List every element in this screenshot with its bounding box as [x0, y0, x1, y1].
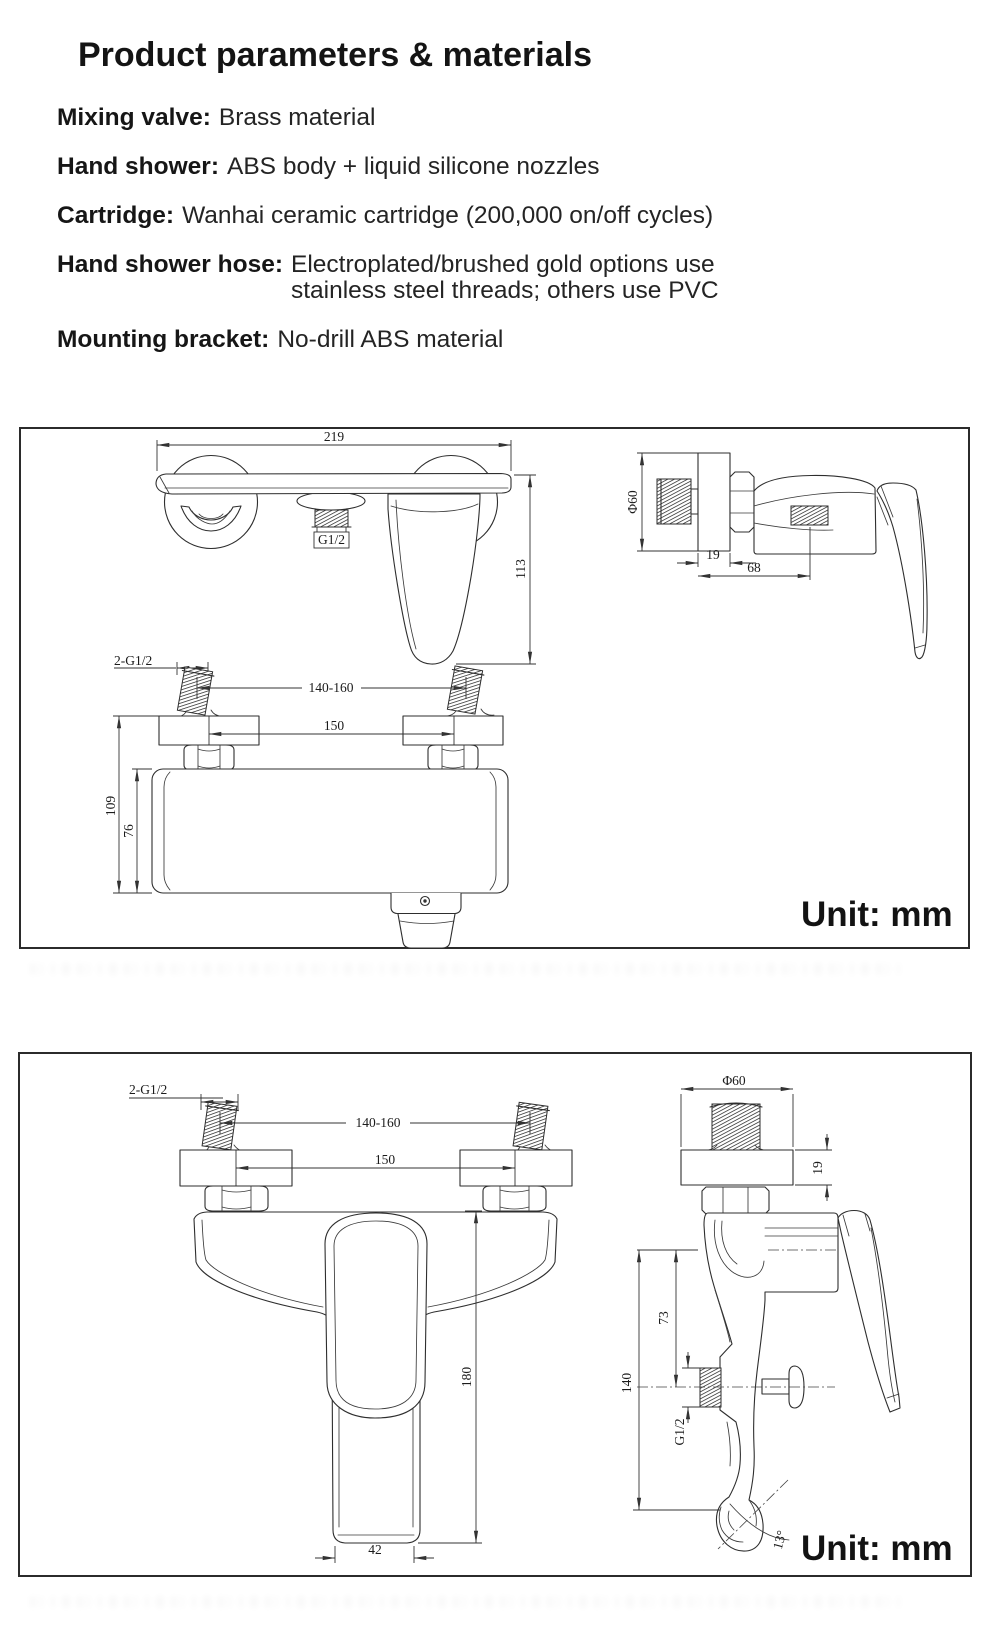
spec-item-hose: Hand shower hose: Electroplated/brushed …: [57, 252, 857, 304]
spec-item-mixing-valve: Mixing valve: Brass material: [57, 105, 857, 131]
dim-outlet-drop: 73: [656, 1311, 671, 1325]
front-view: 2-G1/2: [129, 1082, 573, 1563]
side-view: Φ60: [625, 452, 928, 660]
dim-total-depth: 109: [103, 796, 118, 817]
spec-label: Hand shower:: [57, 153, 219, 180]
dim-height: 180: [459, 1367, 474, 1388]
spec-label: Hand shower hose:: [57, 251, 283, 278]
dim-outlet-thread: G1/2: [318, 532, 345, 547]
dim-spout-angle: 13°: [770, 1529, 789, 1551]
dim-hole-span: 150: [324, 718, 345, 733]
top-view: 2-G1/2: [103, 653, 509, 949]
dim-body-depth: 76: [121, 824, 136, 838]
unit-label: Unit: mm: [801, 895, 953, 934]
front-view: 219 G1/2: [155, 429, 536, 665]
drawing-panel-bath-mixer: 2-G1/2: [18, 1052, 972, 1577]
spec-value: Brass material: [218, 104, 376, 131]
watermark-smudge-top: [30, 963, 900, 975]
dim-total-drop: 140: [619, 1373, 634, 1394]
dim-outlet-thread: G1/2: [672, 1419, 687, 1446]
dim-flange-depth: 19: [706, 547, 720, 562]
dim-flange-depth: 19: [810, 1161, 825, 1175]
dim-inlet-thread: 2-G1/2: [129, 1082, 167, 1097]
dim-hole-span: 150: [375, 1152, 396, 1167]
dim-width: 219: [324, 429, 345, 444]
unit-label: Unit: mm: [801, 1529, 953, 1568]
dim-height: 113: [513, 559, 528, 579]
watermark-smudge-bottom: [30, 1596, 900, 1608]
side-view: Φ60 19: [619, 1073, 901, 1552]
spec-item-bracket: Mounting bracket: No-drill ABS material: [57, 327, 857, 353]
spec-list: Mixing valve: Brass material Hand shower…: [57, 105, 857, 376]
spec-value: No-drill ABS material: [277, 326, 504, 353]
dim-inlet-span: 140-160: [309, 680, 354, 695]
page-title: Product parameters & materials: [78, 36, 592, 74]
dim-inlet-thread: 2-G1/2: [114, 653, 152, 668]
dim-inlet-span: 140-160: [356, 1115, 401, 1130]
dim-flange-dia: Φ60: [625, 490, 640, 514]
bath-mixer-drawing: 2-G1/2: [129, 1073, 901, 1563]
drawing-panel-shower-mixer: 219 G1/2: [19, 427, 970, 949]
dim-spout-width: 42: [368, 1542, 382, 1557]
shower-mixer-drawing: 219 G1/2: [103, 429, 928, 949]
spec-value: Wanhai ceramic cartridge (200,000 on/off…: [182, 202, 714, 229]
dim-outlet-offset: 68: [747, 560, 761, 575]
spec-label: Cartridge:: [57, 202, 175, 229]
spec-item-hand-shower: Hand shower: ABS body + liquid silicone …: [57, 154, 857, 180]
dim-flange-dia: Φ60: [722, 1073, 746, 1088]
spec-label: Mixing valve:: [57, 104, 211, 131]
spec-value: ABS body + liquid silicone nozzles: [227, 153, 600, 180]
spec-item-cartridge: Cartridge: Wanhai ceramic cartridge (200…: [57, 203, 857, 229]
spec-label: Mounting bracket:: [57, 326, 270, 353]
